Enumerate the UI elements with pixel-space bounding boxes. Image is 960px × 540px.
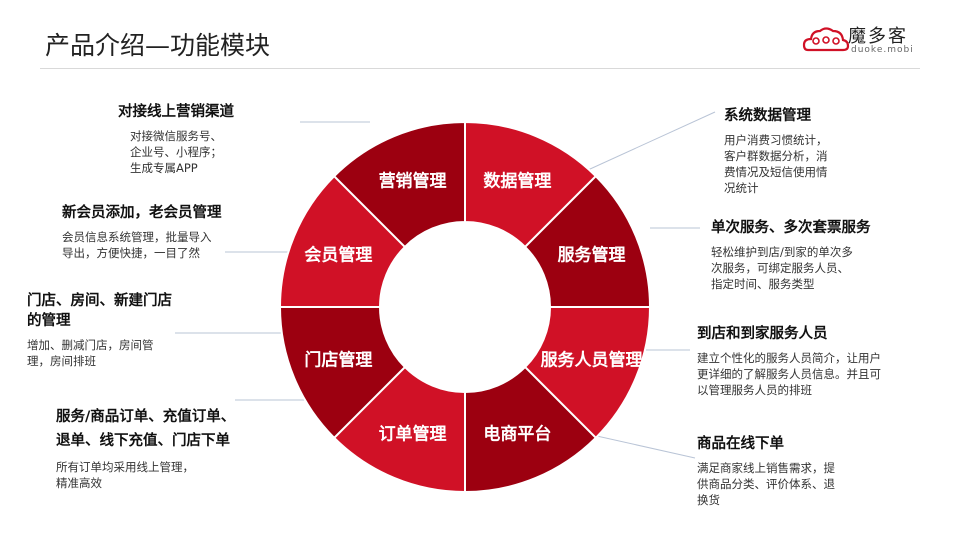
callout-staff-heading: 到店和到家服务人员 xyxy=(697,326,828,342)
callout-service: 单次服务、多次套票服务 轻松维护到店/到家的单次多 次服务，可绑定服务人员、 指… xyxy=(711,218,911,292)
title-divider xyxy=(40,68,920,69)
callout-staff: 到店和到家服务人员 建立个性化的服务人员简介，让用户 更详细的了解服务人员信息。… xyxy=(697,324,927,398)
callout-service-heading: 单次服务、多次套票服务 xyxy=(711,220,871,236)
callout-order-heading: 服务/商品订单、充值订单、 退单、线下充值、门店下单 xyxy=(56,409,236,449)
callout-ecommerce-desc: 满足商家线上销售需求，提 供商品分类、评价体系、退 换货 xyxy=(697,461,835,507)
callout-member-desc: 会员信息系统管理，批量导入 导出，方便快捷，一目了然 xyxy=(62,230,212,260)
ring-label-member: 会员管理 xyxy=(304,245,372,266)
callout-data-heading: 系统数据管理 xyxy=(724,108,811,124)
callout-marketing: 对接线上营销渠道 对接微信服务号、 企业号、小程序； 生成专属APP xyxy=(118,102,288,176)
ring-label-store: 门店管理 xyxy=(304,349,372,370)
ring-label-staff: 服务人员管理 xyxy=(541,349,643,370)
callout-marketing-desc: 对接微信服务号、 企业号、小程序； 生成专属APP xyxy=(130,129,222,175)
ring-label-service: 服务管理 xyxy=(558,245,626,266)
callout-store: 门店、房间、新建门店 的管理 增加、删减门店，房间管 理，房间排班 xyxy=(27,291,202,369)
callout-order: 服务/商品订单、充值订单、 退单、线下充值、门店下单 所有订单均采用线上管理， … xyxy=(56,405,271,491)
callout-marketing-heading: 对接线上营销渠道 xyxy=(118,104,234,120)
ring-label-marketing: 营销管理 xyxy=(379,170,447,191)
callout-data: 系统数据管理 用户消费习惯统计， 客户群数据分析，消 费情况及短信使用情 况统计 xyxy=(724,106,864,196)
callout-data-desc: 用户消费习惯统计， 客户群数据分析，消 费情况及短信使用情 况统计 xyxy=(724,133,828,195)
logo-url: duoke.mobi xyxy=(851,45,914,55)
ring-label-order: 订单管理 xyxy=(379,424,447,445)
callout-service-desc: 轻松维护到店/到家的单次多 次服务，可绑定服务人员、 指定时间、服务类型 xyxy=(711,245,853,291)
page-title: 产品介绍—功能模块 xyxy=(45,31,271,60)
callout-store-heading: 门店、房间、新建门店 的管理 xyxy=(27,293,172,329)
callout-member: 新会员添加，老会员管理 会员信息系统管理，批量导入 导出，方便快捷，一目了然 xyxy=(62,203,262,261)
cloud-logo-icon xyxy=(802,27,850,52)
callout-ecommerce-heading: 商品在线下单 xyxy=(697,436,784,452)
ring-label-ecommerce: 电商平台 xyxy=(483,424,551,445)
callout-staff-desc: 建立个性化的服务人员简介，让用户 更详细的了解服务人员信息。并且可 以管理服务人… xyxy=(697,351,881,397)
ring-segment-marketing xyxy=(332,120,466,249)
callout-ecommerce: 商品在线下单 满足商家线上销售需求，提 供商品分类、评价体系、退 换货 xyxy=(697,434,877,508)
logo-name: 魔多客 xyxy=(848,26,908,47)
ring-label-data: 数据管理 xyxy=(483,170,551,191)
callout-member-heading: 新会员添加，老会员管理 xyxy=(62,205,222,221)
callout-store-desc: 增加、删减门店，房间管 理，房间排班 xyxy=(27,338,154,368)
callout-order-desc: 所有订单均采用线上管理， 精准高效 xyxy=(56,460,194,490)
